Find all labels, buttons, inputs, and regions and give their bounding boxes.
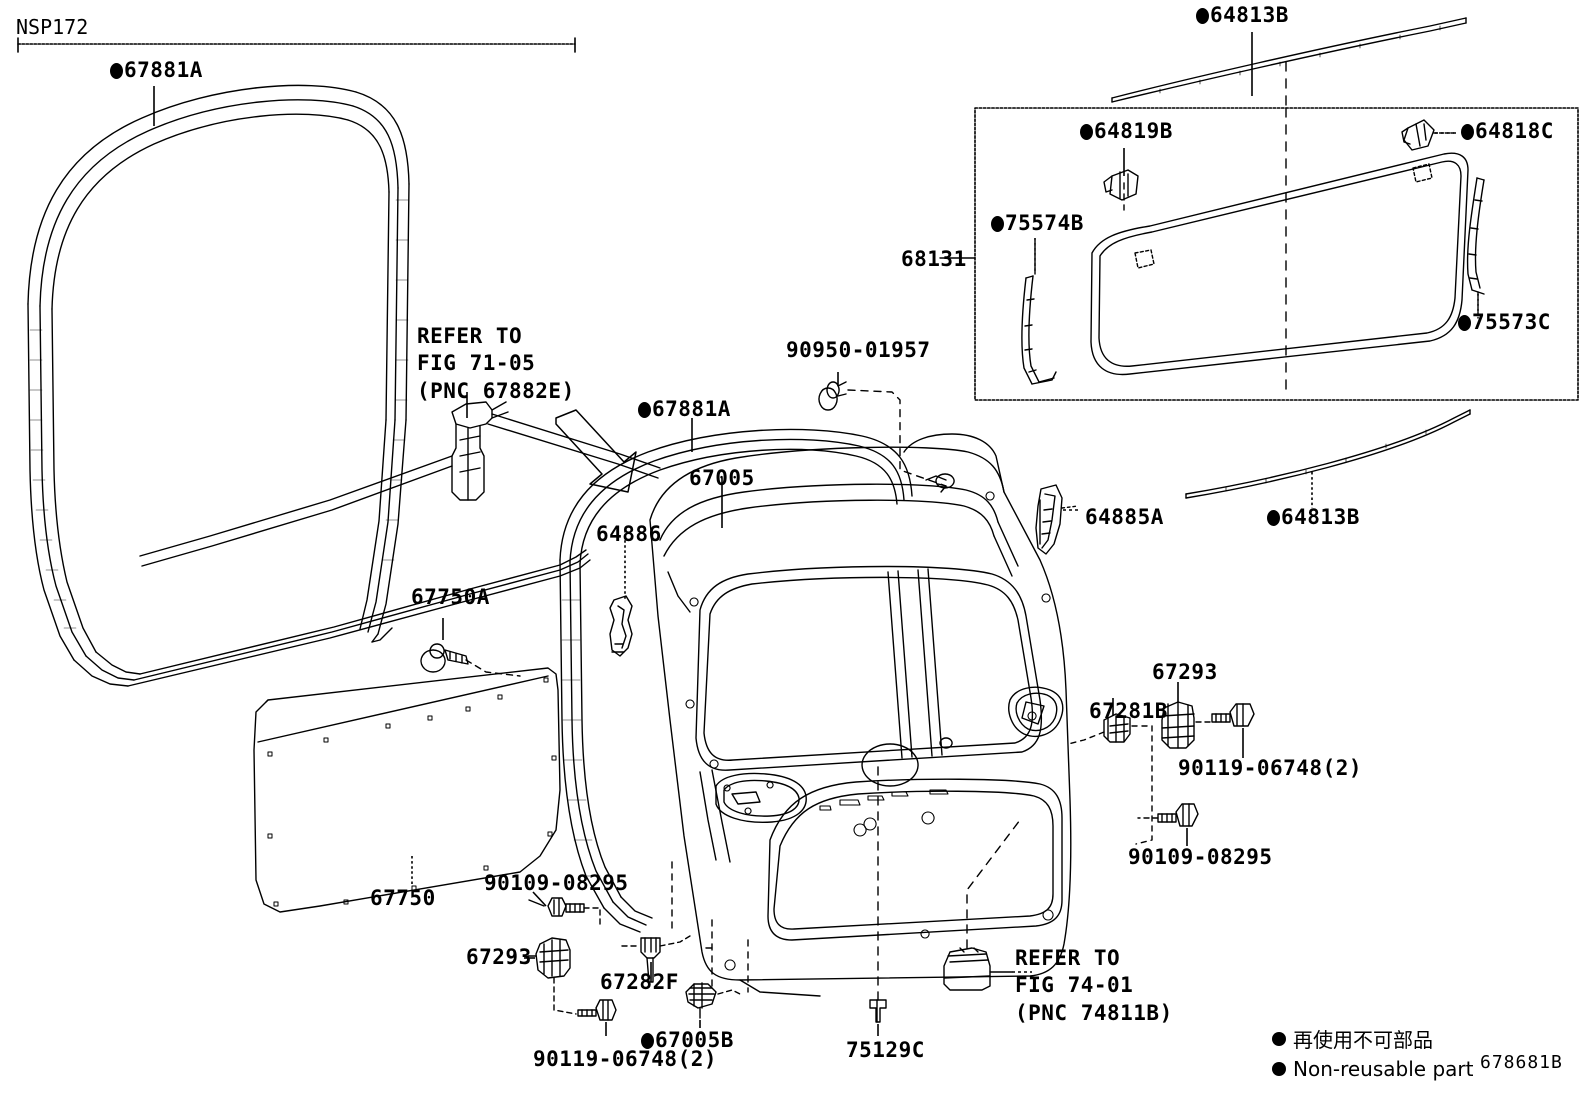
non-reusable-bullet-icon [1461,124,1474,140]
part-67293-left [527,937,577,1015]
part-64885A [1035,484,1079,555]
glass-assembly-box [939,107,1579,401]
part-64886 [609,595,633,657]
non-reusable-bullet-icon [1080,124,1093,140]
label-67750: 67750 [370,886,436,910]
part-90119-06748-left [577,999,617,1021]
label-64813B-top: 64813B [1196,3,1289,28]
back-door-panel [649,433,1072,997]
label-68131: 68131 [901,247,967,271]
label-67750A: 67750A [411,585,490,609]
part-67750 [253,667,561,913]
transfer-arrow [555,409,637,493]
label-90109-08295-right: 90109-08295 [1128,845,1273,869]
model-bracket [17,37,576,53]
part-64819B [1103,169,1139,211]
legend-row-en: Non-reusable part [1272,1057,1473,1081]
non-reusable-bullet-icon [1267,510,1280,526]
label-75573C: 75573C [1458,310,1551,335]
non-reusable-bullet-icon [641,1033,654,1049]
panel-assembly-guides [671,861,749,993]
legend: 再使用不可部品 Non-reusable part [1272,1024,1473,1081]
part-75573C [1466,177,1485,319]
part-90109-08295-right [1137,803,1199,827]
part-64813B-bottom [1185,409,1471,499]
legend-row-jp: 再使用不可部品 [1272,1024,1473,1053]
part-75129C [869,759,887,1023]
non-reusable-bullet-icon [1196,8,1209,24]
non-reusable-bullet-icon [638,402,651,418]
label-90119-06748-right: 90119-06748(2) [1178,756,1363,780]
label-67281B: 67281B [1089,699,1168,723]
part-67750A [420,643,521,677]
weatherstrip-left-hatching [29,199,409,629]
part-90109-08295-left [528,897,601,925]
non-reusable-bullet-icon [110,63,123,79]
non-reusable-bullet-icon [1458,315,1471,331]
non-reusable-bullet-icon [991,216,1004,232]
label-75574B: 75574B [991,211,1084,236]
label-refer-fig-7401: REFER TO FIG 74-01 (PNC 74811B) [1015,946,1173,1025]
label-67881A-center: 67881A [638,397,731,422]
label-75129C: 75129C [846,1038,925,1062]
label-90119-06748-left: 90119-06748(2) [533,1047,718,1071]
back-door-glass [1090,152,1469,376]
label-67282F: 67282F [600,970,679,994]
leader-90109-left [532,891,547,907]
part-67281B [1067,713,1153,845]
label-90950-01957: 90950-01957 [786,338,931,362]
refer-7105-clip-part [139,401,661,567]
label-67881A-left: 67881A [110,58,203,83]
model-code-label: NSP172 [16,15,89,39]
label-64819B: 64819B [1080,119,1173,144]
part-90119-06748-right [1211,703,1255,727]
non-reusable-bullet-icon [1272,1062,1286,1076]
non-reusable-bullet-icon [1272,1031,1286,1046]
label-67005B: 67005B [641,1028,734,1053]
figure-id-label: 678681B [1480,1052,1563,1073]
part-75574B [1021,239,1057,385]
label-90109-08295-left: 90109-08295 [484,871,629,895]
label-refer-fig-7105: REFER TO FIG 71-05 (PNC 67882E) [417,324,575,403]
weatherstrip-center-hatching [561,599,601,877]
label-64818C: 64818C [1461,119,1554,144]
label-64813B-bottom: 64813B [1267,505,1360,530]
part-64818C [1401,119,1457,151]
part-67293-right [1161,701,1213,749]
weatherstrip-center [559,428,913,933]
part-64813B-top [1111,17,1467,395]
part-74811B [943,819,1021,991]
part-67005B [685,982,741,1019]
label-67005: 67005 [689,466,755,490]
label-64885A: 64885A [1085,505,1164,529]
label-64886: 64886 [596,522,662,546]
label-67293-left: 67293 [466,945,532,969]
label-67293-right: 67293 [1152,660,1218,684]
